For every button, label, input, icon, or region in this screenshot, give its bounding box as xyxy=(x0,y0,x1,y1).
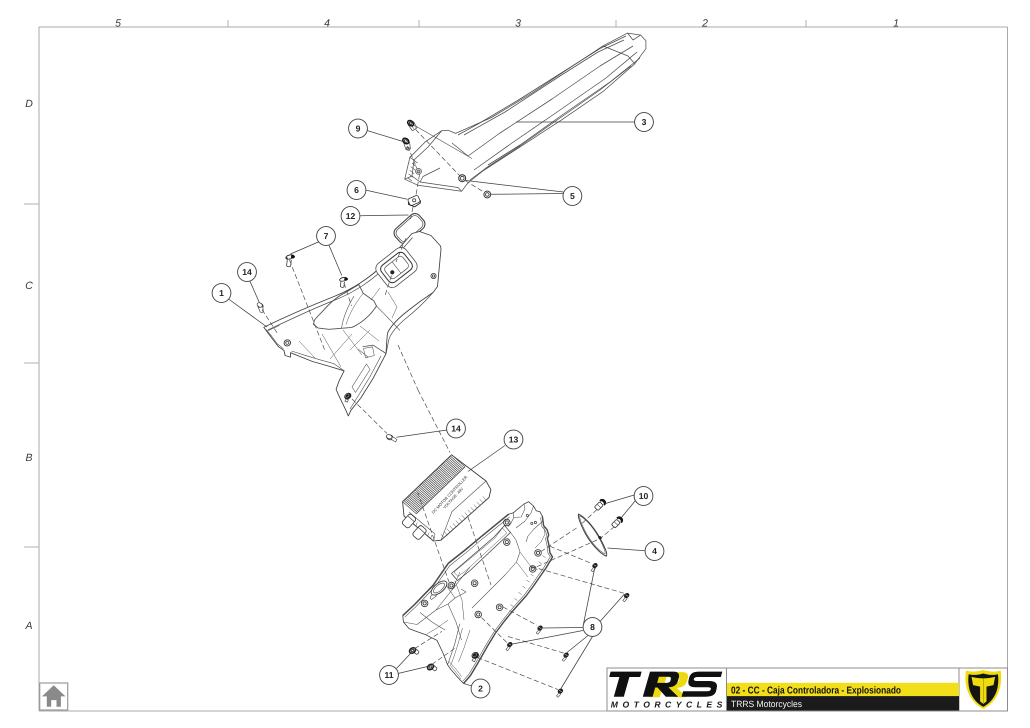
svg-text:14: 14 xyxy=(242,267,252,277)
svg-text:D: D xyxy=(25,98,33,110)
svg-text:3: 3 xyxy=(515,18,521,30)
svg-text:1: 1 xyxy=(893,18,899,30)
svg-text:1: 1 xyxy=(219,288,224,298)
svg-text:14: 14 xyxy=(451,424,461,434)
svg-text:5: 5 xyxy=(115,18,121,30)
svg-text:8: 8 xyxy=(590,622,595,632)
svg-text:9: 9 xyxy=(356,124,361,134)
svg-text:13: 13 xyxy=(509,435,519,445)
svg-text:5: 5 xyxy=(570,191,575,201)
svg-text:3: 3 xyxy=(642,117,647,127)
svg-text:4: 4 xyxy=(652,546,657,556)
svg-text:A: A xyxy=(24,620,32,632)
svg-text:11: 11 xyxy=(384,670,393,680)
svg-text:7: 7 xyxy=(324,231,329,241)
svg-text:10: 10 xyxy=(639,491,649,501)
svg-text:TRRS Motorcycles: TRRS Motorcycles xyxy=(731,699,802,709)
svg-text:02 - CC - Caja Controladora -: 02 - CC - Caja Controladora - Explosiona… xyxy=(731,685,901,696)
svg-text:B: B xyxy=(25,452,32,464)
svg-text:MOTORCYCLES: MOTORCYCLES xyxy=(611,700,723,710)
svg-text:12: 12 xyxy=(346,211,356,221)
svg-text:2: 2 xyxy=(478,684,483,694)
svg-text:C: C xyxy=(25,280,33,292)
svg-text:6: 6 xyxy=(354,185,359,195)
svg-text:2: 2 xyxy=(701,18,708,30)
svg-text:4: 4 xyxy=(324,18,330,30)
